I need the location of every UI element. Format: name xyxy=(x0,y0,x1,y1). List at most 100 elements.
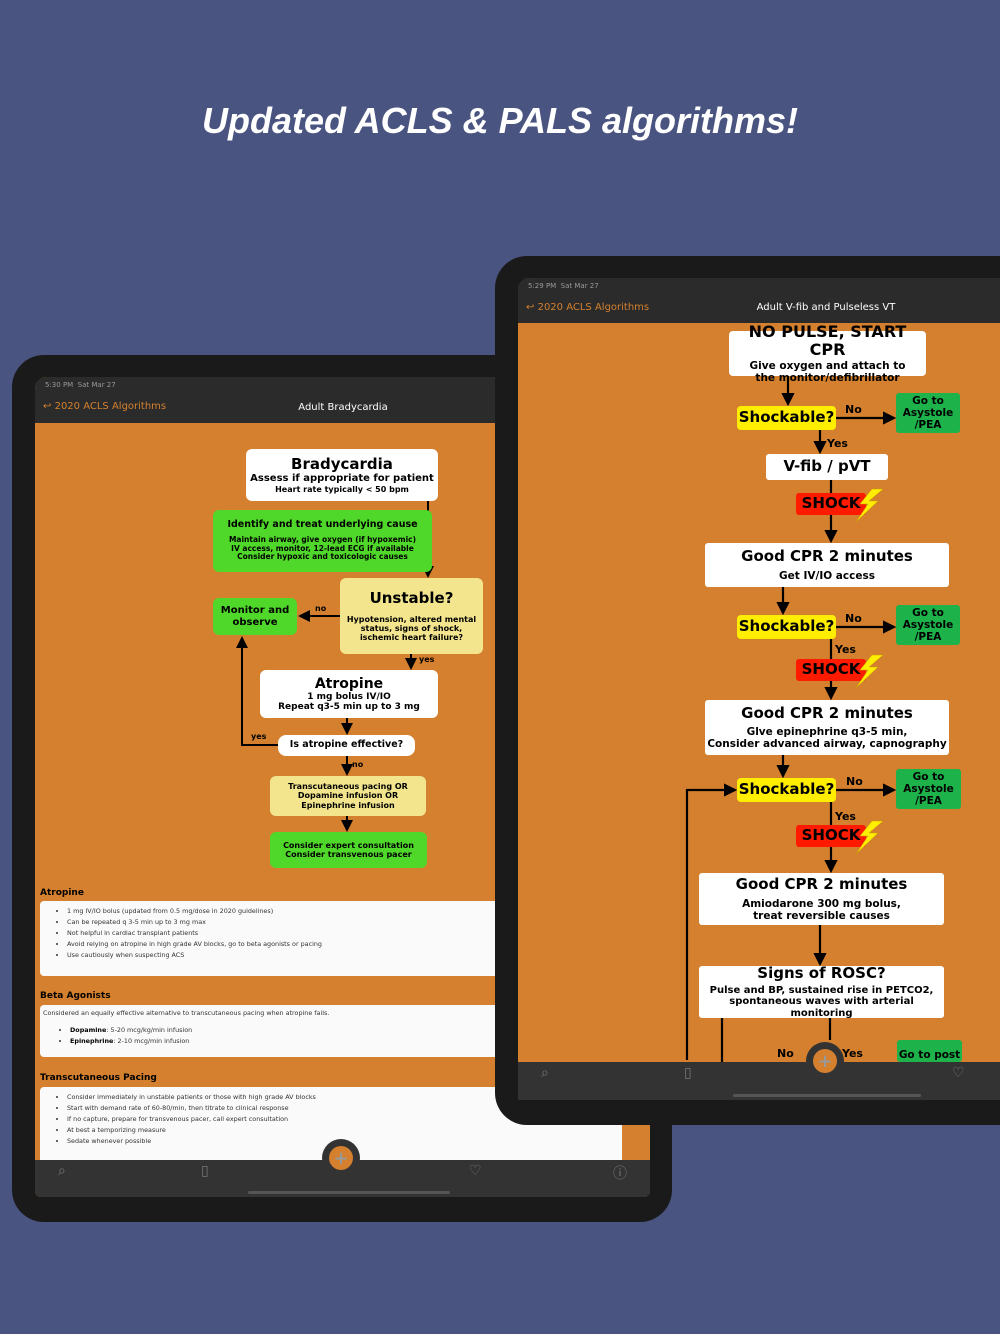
identify-line: IV access, monitor, 12-lead ECG if avail… xyxy=(231,543,414,553)
rosc-line: spontaneous waves with arterial monitori… xyxy=(729,996,914,1019)
shockable-box: Shockable? xyxy=(737,778,836,802)
drug-name: Epinephrine xyxy=(70,1037,114,1045)
yes-label: yes xyxy=(419,655,435,664)
heart-icon[interactable]: ♡ xyxy=(469,1163,482,1179)
cpr-line: Amiodarone 300 mg bolus, xyxy=(742,897,901,910)
medical-cross-icon: + xyxy=(813,1049,837,1073)
cpr-sub: Get IV/IO access xyxy=(779,569,875,582)
section-title-pacing: Transcutaneous Pacing xyxy=(40,1073,157,1083)
right-status-bar: 5:29 PM Sat Mar 27 xyxy=(518,278,1000,296)
right-tab-bar xyxy=(518,1062,1000,1100)
no-label: no xyxy=(352,760,364,769)
drug-name: Dopamine xyxy=(70,1026,107,1034)
rosc-line: Pulse and BP, sustained rise in PETCO2, xyxy=(709,984,934,996)
search-icon[interactable]: ⌕ xyxy=(541,1065,549,1081)
back-label: 2020 ACLS Algorithms xyxy=(537,302,650,313)
bradycardia-box: Bradycardia Assess if appropriate for pa… xyxy=(246,449,438,501)
page-title: Adult Bradycardia xyxy=(298,402,388,413)
back-button[interactable]: ↩ 2020 ACLS Algorithms xyxy=(43,401,166,412)
right-nav-bar xyxy=(518,296,1000,323)
page-title: Adult V-fib and Pulseless VT xyxy=(756,302,896,313)
left-nav-bar xyxy=(35,395,505,423)
cpr-line: Glve epinephrine q3-5 min, xyxy=(746,726,908,739)
list-item: At best a temporizing measure xyxy=(67,1126,622,1134)
list-item: Can be repeated q 3-5 min up to 3 mg max xyxy=(67,918,510,926)
section-title-atropine: Atropine xyxy=(40,888,84,898)
identify-line: Consider hypoxic and toxicologic causes xyxy=(237,552,408,562)
yes-label: Yes xyxy=(827,437,848,450)
atropine-title: Atropine xyxy=(314,675,384,692)
unstable-box: Unstable? Hypotension, altered mental st… xyxy=(340,578,483,654)
asystole-box: Go to Asystole /PEA xyxy=(896,393,960,433)
start-title: NO PULSE, START CPR xyxy=(748,322,907,360)
medical-cross-icon: + xyxy=(329,1146,353,1170)
headline: Updated ACLS & PALS algorithms! xyxy=(201,100,799,141)
post-arrest-box: Go to post xyxy=(897,1040,962,1062)
asystole-box: Go to Asystole /PEA xyxy=(896,605,960,645)
unstable-title: Unstable? xyxy=(369,588,454,607)
list-item: Use cautiously when suspecting ACS xyxy=(67,951,510,959)
unstable-sub: Hypotension, altered mental status, sign… xyxy=(346,614,477,643)
list-item: Consider immediately in unstable patient… xyxy=(67,1093,622,1101)
no-label: No xyxy=(845,612,862,625)
left-status-bar: 5:30 PM Sat Mar 27 xyxy=(35,377,505,395)
identify-cause-box: Identify and treat underlying cause Main… xyxy=(213,510,432,572)
list-item: If no capture, prepare for transvenous p… xyxy=(67,1115,622,1123)
bradycardia-sub: Assess if appropriate for patient xyxy=(250,473,434,485)
drug-dose: : 2-10 mcg/min infusion xyxy=(113,1037,190,1045)
fab-button[interactable]: + xyxy=(322,1139,360,1177)
status-time: 5:29 PM xyxy=(528,282,557,290)
list-item: Dopamine: 5-20 mcg/kg/min infusion xyxy=(70,1026,507,1034)
cpr-box: Good CPR 2 minutes Get IV/IO access xyxy=(705,543,949,587)
yes-label: Yes xyxy=(835,810,856,823)
shock-box: SHOCK xyxy=(796,659,866,681)
bradycardia-note: Heart rate typically < 50 bpm xyxy=(275,484,409,494)
no-label: No xyxy=(777,1047,794,1060)
beta-agonists-card: Considered an equally effective alternat… xyxy=(40,1005,510,1057)
rosc-box: Signs of ROSC? Pulse and BP, sustained r… xyxy=(699,963,944,1019)
shockable-box: Shockable? xyxy=(737,615,836,639)
cpr-line: Consider advanced airway, capnography xyxy=(707,738,947,751)
shock-box: SHOCK xyxy=(796,825,866,847)
back-button[interactable]: ↩ 2020 ACLS Algorithms xyxy=(526,302,649,313)
atropine-card: 1 mg IV/IO bolus (updated from 0.5 mg/do… xyxy=(40,901,510,976)
no-label: no xyxy=(315,604,327,613)
rosc-title: Signs of ROSC? xyxy=(757,963,886,982)
vfib-box: V-fib / pVT xyxy=(766,454,888,480)
search-icon[interactable]: ⌕ xyxy=(58,1163,66,1179)
asystole-box: Go to Asystole /PEA xyxy=(896,769,961,809)
identify-line: Maintain airway, give oxygen (if hypoxem… xyxy=(228,535,417,545)
status-date: Sat Mar 27 xyxy=(560,282,599,290)
heart-icon[interactable]: ♡ xyxy=(952,1065,965,1081)
expert-line: Consider expert consultation xyxy=(283,840,414,850)
yes-label: Yes xyxy=(835,643,856,656)
start-sub: Give oxygen and attach to the monitor/de… xyxy=(749,359,906,384)
identify-title: Identify and treat underlying cause xyxy=(227,519,418,531)
cpr-title: Good CPR 2 minutes xyxy=(741,703,913,722)
list-item: Not helpful in cardiac transplant patien… xyxy=(67,929,510,937)
back-label: 2020 ACLS Algorithms xyxy=(54,401,167,412)
bradycardia-title: Bradycardia xyxy=(291,455,393,474)
list-item: Start with demand rate of 60-80/min, the… xyxy=(67,1104,622,1112)
fab-button[interactable]: + xyxy=(806,1042,844,1080)
start-cpr-box: NO PULSE, START CPR Give oxygen and atta… xyxy=(729,322,926,384)
info-icon[interactable]: ⓘ xyxy=(613,1166,627,1182)
cpr-box: Good CPR 2 minutes Glve epinephrine q3-5… xyxy=(705,700,949,755)
drug-dose: : 5-20 mcg/kg/min infusion xyxy=(106,1026,193,1034)
status-time: 5:30 PM xyxy=(45,381,74,389)
back-arrow-icon: ↩ xyxy=(526,302,535,313)
expert-box: Consider expert consultation Consider tr… xyxy=(270,832,427,868)
yes-label: yes xyxy=(251,732,267,741)
document-icon[interactable]: ▯ xyxy=(201,1163,209,1179)
list-item: 1 mg IV/IO bolus (updated from 0.5 mg/do… xyxy=(67,907,510,915)
document-icon[interactable]: ▯ xyxy=(684,1065,692,1081)
home-indicator xyxy=(733,1094,921,1097)
no-label: No xyxy=(846,775,863,788)
list-item: Epinephrine: 2-10 mcg/min infusion xyxy=(70,1037,507,1045)
pacing-box: Transcutaneous pacing OR Dopamine infusi… xyxy=(270,776,426,816)
atropine-box: Atropine 1 mg bolus IV/IO Repeat q3-5 mi… xyxy=(260,670,438,718)
beta-intro: Considered an equally effective alternat… xyxy=(43,1009,330,1017)
monitor-box: Monitor and observe xyxy=(213,598,297,635)
atropine-effective-box: Is atropine effective? xyxy=(278,735,415,756)
shockable-box: Shockable? xyxy=(737,406,836,430)
